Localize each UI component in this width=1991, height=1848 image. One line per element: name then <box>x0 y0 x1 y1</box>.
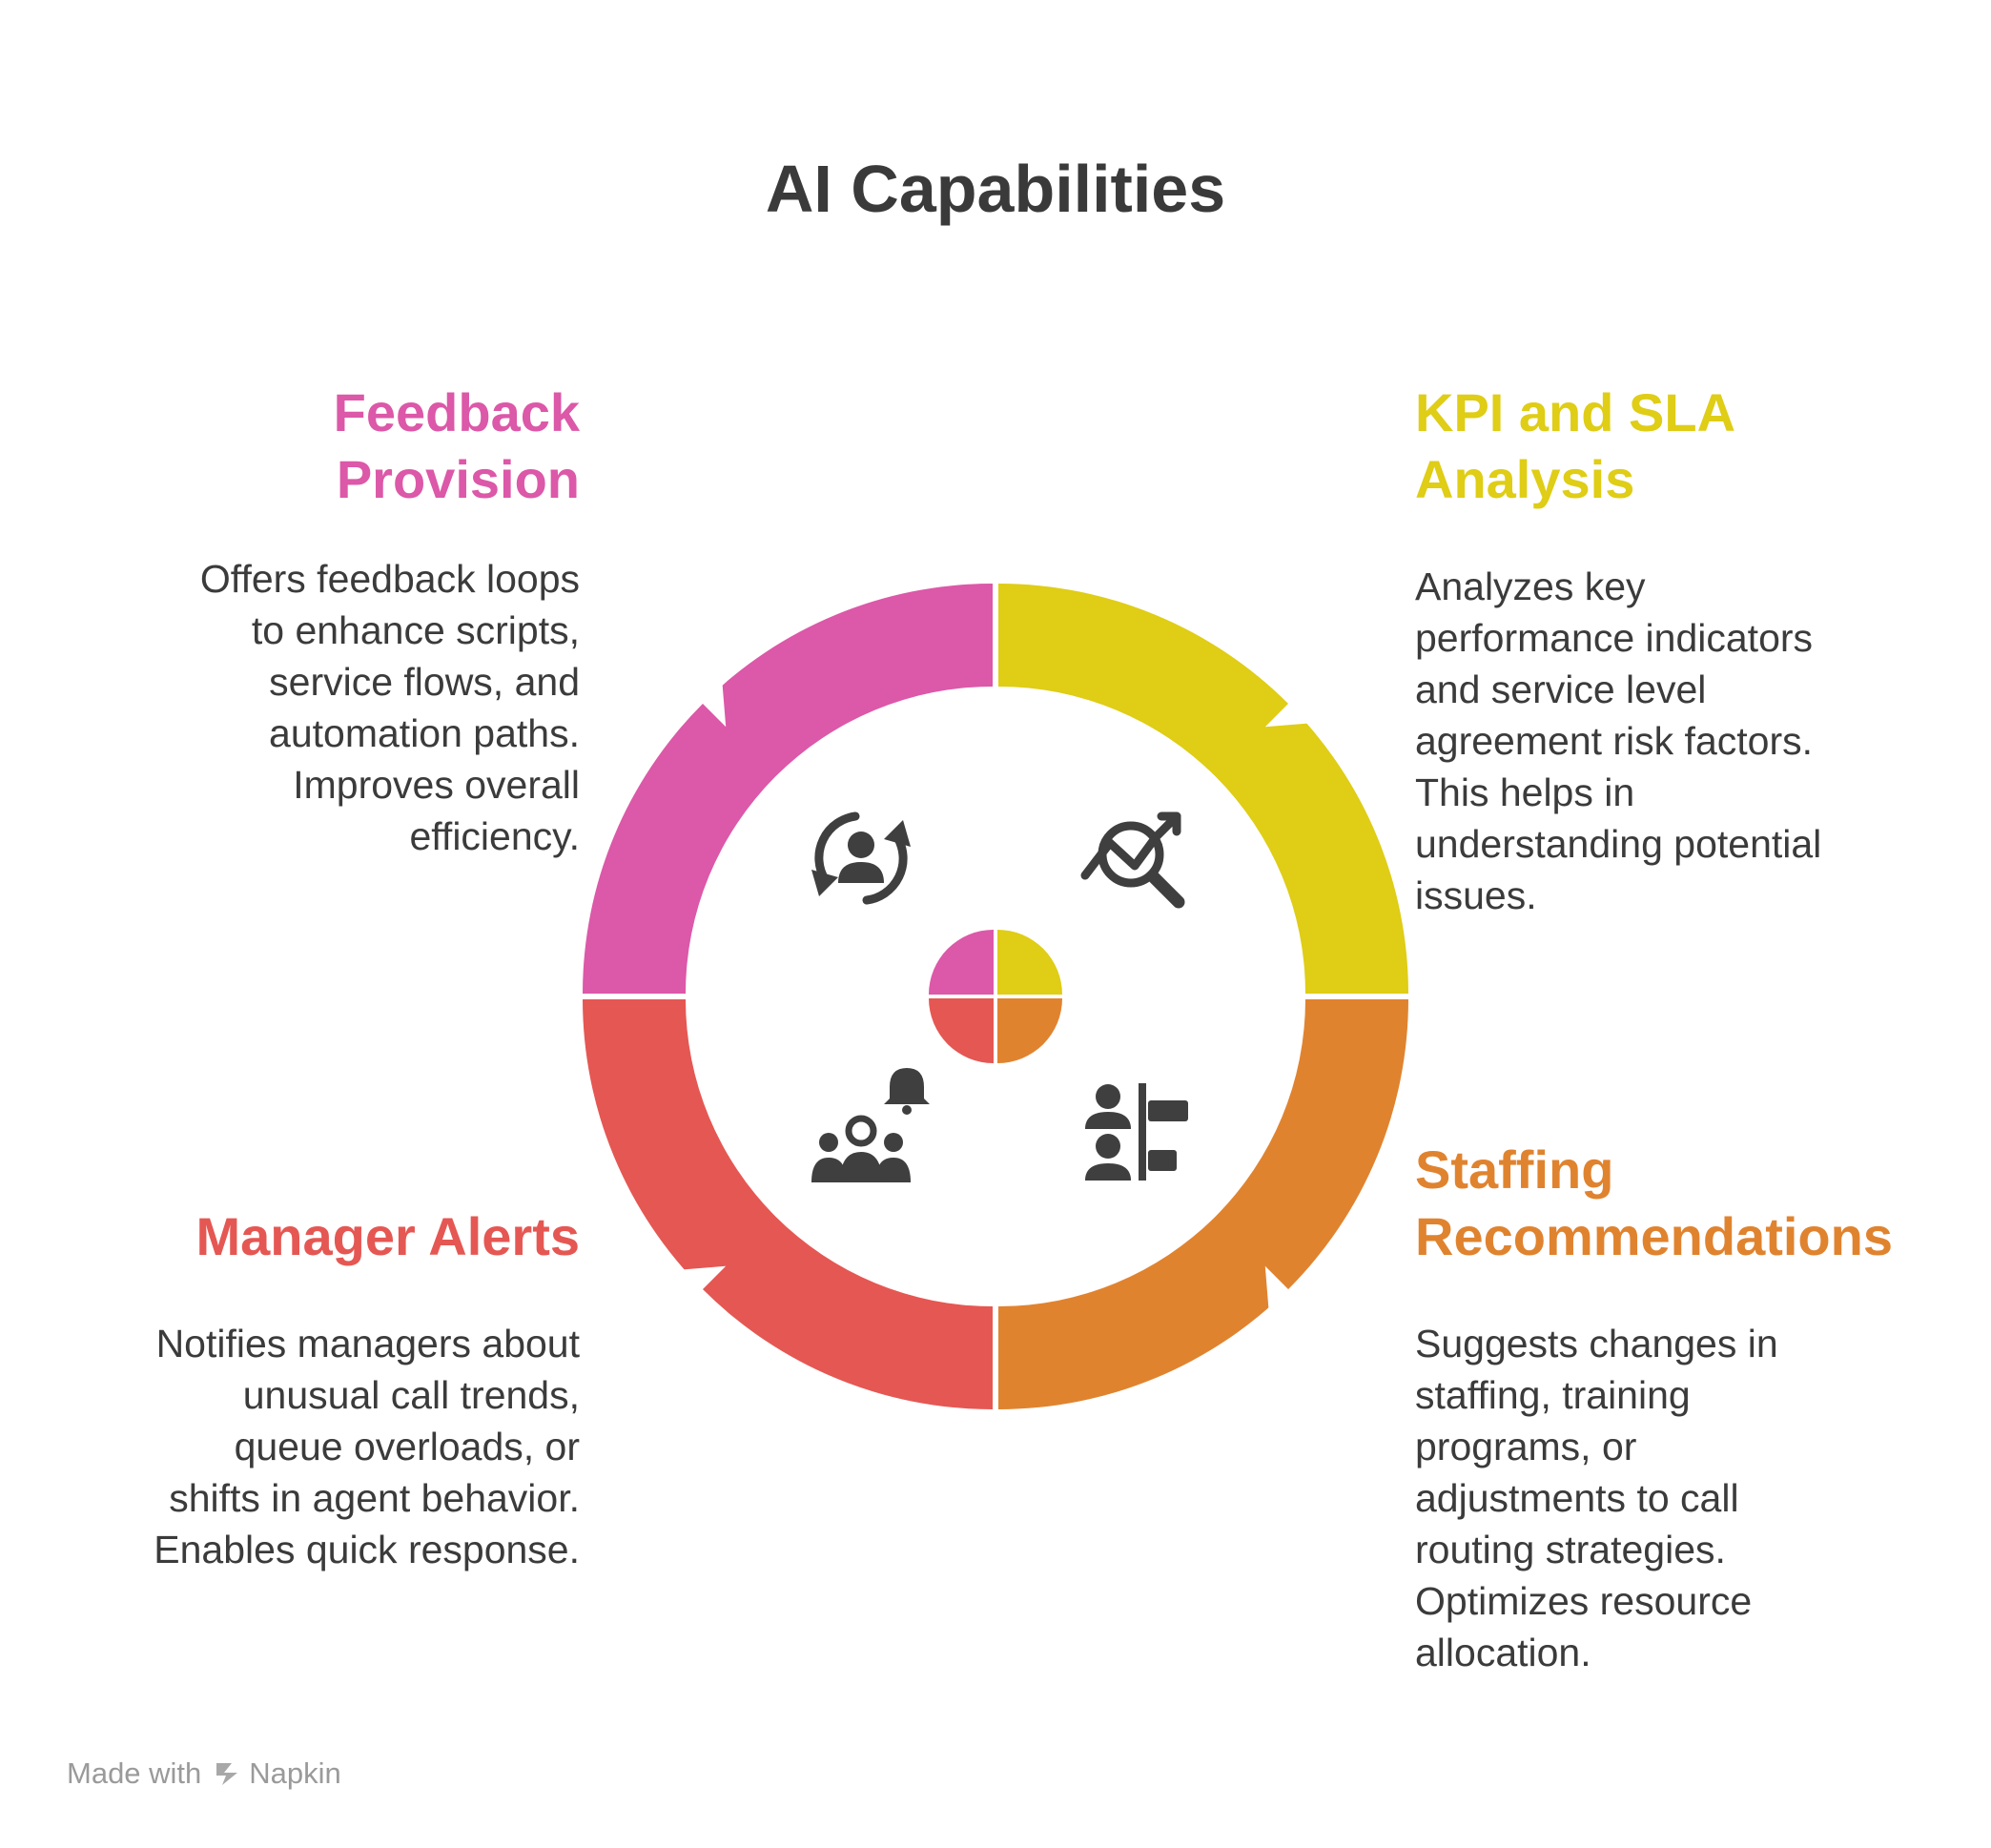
manager-alerts-description: Notifies managers about unusual call tre… <box>154 1322 580 1571</box>
made-with-label: Made with <box>67 1756 202 1790</box>
group-alert-bell-icon <box>811 1068 930 1182</box>
footer-attribution: Made with Napkin <box>67 1755 341 1793</box>
chart-magnifier-icon <box>1080 811 1185 909</box>
ring-segment-feedback <box>583 584 993 994</box>
center-pie <box>929 930 1062 1063</box>
ring-arrow-notch-kpi <box>1264 691 1316 728</box>
staffing-recommendations-block: Staffing Recommendations Suggests change… <box>1415 1137 1968 1678</box>
ring-arrow-notch-feedback <box>690 676 727 728</box>
staff-assignment-icon <box>1085 1083 1188 1181</box>
staffing-recommendations-heading: Staffing Recommendations <box>1415 1140 1893 1266</box>
feedback-provision-block: Feedback Provision Offers feedback loops… <box>95 380 580 862</box>
page-title: AI Capabilities <box>765 152 1226 226</box>
ring-arrow-notch-staffing <box>1264 1265 1301 1317</box>
feedback-loop-person-icon <box>811 811 911 905</box>
feedback-provision-heading: Feedback Provision <box>333 382 580 509</box>
napkin-brand-label: Napkin <box>249 1756 341 1790</box>
manager-alerts-heading: Manager Alerts <box>195 1206 581 1266</box>
staffing-recommendations-description: Suggests changes in staffing, training p… <box>1415 1322 1778 1674</box>
feedback-provision-description: Offers feedback loops to enhance scripts… <box>199 557 580 858</box>
center-pie-staffing <box>997 998 1062 1063</box>
center-pie-manager <box>929 998 994 1063</box>
ring-segment-staffing <box>998 999 1408 1409</box>
ring-segment-kpi <box>998 584 1408 994</box>
ring-arrow-notch-manager <box>675 1265 727 1302</box>
kpi-sla-analysis-description: Analyzes key performance indicators and … <box>1415 565 1822 917</box>
manager-alerts-block: Manager Alerts Notifies managers about u… <box>57 1203 580 1575</box>
napkin-logo-icon <box>216 1763 238 1785</box>
ring-segment-manager <box>583 999 993 1409</box>
kpi-sla-analysis-block: KPI and SLA Analysis Analyzes key perfor… <box>1415 380 1949 921</box>
center-pie-kpi <box>997 930 1062 995</box>
ring-segments <box>583 584 1408 1409</box>
kpi-sla-analysis-heading: KPI and SLA Analysis <box>1415 382 1736 509</box>
center-pie-feedback <box>929 930 994 995</box>
